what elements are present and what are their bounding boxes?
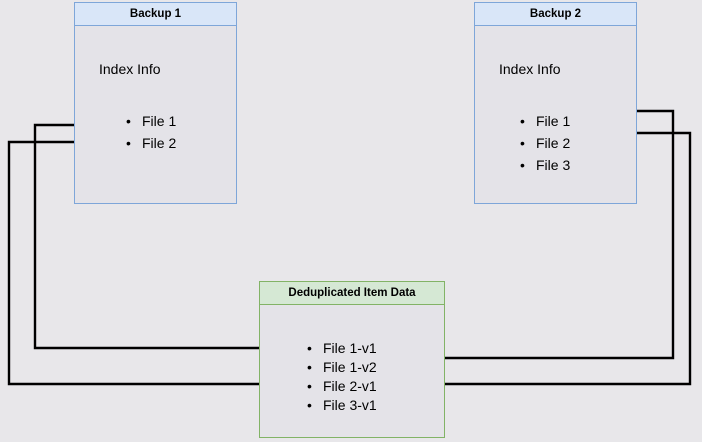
node-backup1-title: Backup 1	[75, 3, 236, 26]
node-backup2-body: Index Info File 1 File 2 File 3	[475, 26, 636, 204]
node-dedup-body: File 1-v1 File 1-v2 File 2-v1 File 3-v1	[260, 305, 444, 438]
list-item: File 3	[520, 154, 570, 176]
node-backup1-body: Index Info File 1 File 2	[75, 26, 236, 204]
node-backup2-title: Backup 2	[475, 3, 636, 26]
list-item: File 2	[520, 132, 570, 154]
list-item: File 1-v1	[307, 339, 377, 358]
node-backup1[interactable]: Backup 1 Index Info File 1 File 2	[74, 2, 237, 204]
list-item: File 1	[126, 110, 176, 132]
node-backup2[interactable]: Backup 2 Index Info File 1 File 2 File 3	[474, 2, 637, 204]
list-item: File 2	[126, 132, 176, 154]
node-dedup-file-list: File 1-v1 File 1-v2 File 2-v1 File 3-v1	[307, 339, 377, 415]
list-item: File 3-v1	[307, 396, 377, 415]
node-backup2-file-list: File 1 File 2 File 3	[520, 110, 570, 176]
list-item: File 1	[520, 110, 570, 132]
list-item: File 2-v1	[307, 377, 377, 396]
list-item: File 1-v2	[307, 358, 377, 377]
node-dedup-title: Deduplicated Item Data	[260, 282, 444, 305]
node-backup1-index-label: Index Info	[99, 61, 161, 77]
node-deduplicated-item-data[interactable]: Deduplicated Item Data File 1-v1 File 1-…	[259, 281, 445, 438]
node-backup1-file-list: File 1 File 2	[126, 110, 176, 154]
node-backup2-index-label: Index Info	[499, 61, 561, 77]
